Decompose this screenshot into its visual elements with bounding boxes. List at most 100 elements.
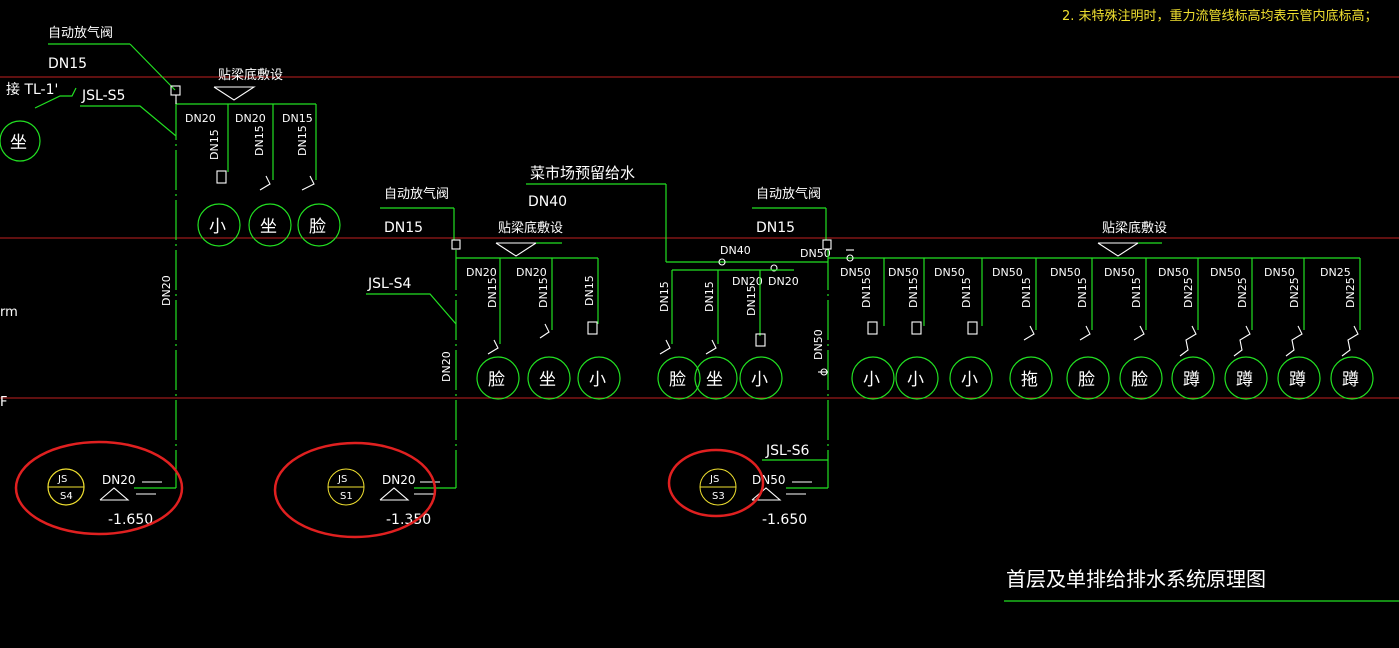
fixtures-group-1: 小 坐 脸 <box>197 203 341 247</box>
g1-drop-dn15-1: DN15 <box>208 129 221 160</box>
market-label: 菜市场预留给水 <box>530 164 635 182</box>
fixture-circle <box>1119 356 1163 400</box>
size-label: DN50 <box>1104 266 1135 279</box>
valve-tap <box>1079 325 1091 341</box>
market-dn40: DN40 <box>528 194 567 210</box>
fixture-circle <box>527 356 571 400</box>
size-label: DN50 <box>1264 266 1295 279</box>
valve-flush <box>1285 325 1303 357</box>
inlet-s4-id: S4 <box>60 491 73 502</box>
fixture-label: 坐 <box>260 217 277 237</box>
fixture-circle <box>1066 356 1110 400</box>
s5-valve-label: 自动放气阀 <box>48 25 113 41</box>
size-label: DN50 <box>1158 266 1189 279</box>
g3-valve-2 <box>705 339 717 355</box>
g2-valve-2 <box>539 323 550 339</box>
s4-beam-marker <box>495 242 538 257</box>
riser-s5-name: JSL-S5 <box>81 88 125 104</box>
riser-s5-dn20-vert: DN20 <box>160 275 173 306</box>
fixture-circle <box>694 356 738 400</box>
g1-drop-dn15-2: DN15 <box>253 125 266 156</box>
inlet-s3-elev-marker <box>751 487 782 501</box>
g2-valve-1 <box>487 339 499 355</box>
fixture-circle <box>248 203 292 247</box>
fixture-label: 小 <box>751 370 768 390</box>
inlet-s3-elev: -1.650 <box>762 512 807 528</box>
fixture-label: 蹲 <box>1236 370 1253 390</box>
g2-drop-dn15-1: DN15 <box>486 277 499 308</box>
fixture-circle <box>577 356 621 400</box>
fixture-label: 坐 <box>539 370 556 390</box>
right-branch-sizes: DN50 DN50 DN50 DN50 DN50 DN50 DN50 DN50 … <box>840 266 1351 279</box>
size-label: DN50 <box>840 266 871 279</box>
riser-s4-name: JSL-S4 <box>367 276 412 292</box>
g1-valve-2 <box>259 175 271 191</box>
valve-box <box>911 321 922 335</box>
s5-branch-dn20-b: DN20 <box>235 112 266 125</box>
g1-valve-3 <box>301 175 315 191</box>
fixture-circle <box>1009 356 1053 400</box>
s6-dn15-label: DN15 <box>756 220 795 236</box>
size-label: DN50 <box>1050 266 1081 279</box>
fixture-label: 脸 <box>669 370 686 390</box>
s6-valve-icon <box>822 239 832 250</box>
g3-valve-3 <box>755 333 766 347</box>
size-label: DN50 <box>1210 266 1241 279</box>
inlet-s1-elev: -1.350 <box>386 512 431 528</box>
inlet-s3-js: JS <box>709 474 719 485</box>
drop-size-label: DN25 <box>1288 277 1301 308</box>
fixture-partial <box>0 120 41 162</box>
fixture-circle <box>895 356 939 400</box>
s5-valve-leader <box>129 43 176 91</box>
riser-s6-dn50-vert: DN50 <box>812 329 825 360</box>
g3-drop-dn15-1: DN15 <box>658 281 671 312</box>
g1-valve-1 <box>216 170 227 184</box>
s4-beam-label: 贴梁底敷设 <box>498 220 563 236</box>
fixture-circle <box>949 356 993 400</box>
g3-drop-dn15-3: DN15 <box>745 285 758 316</box>
left-cut-text: 接 TL-1' <box>6 81 58 98</box>
highlight-s1 <box>273 441 437 539</box>
size-label: DN50 <box>888 266 919 279</box>
market-branch-dn20-b: DN20 <box>768 275 799 288</box>
general-note: 2. 未特殊注明时，重力流管线标高均表示管内底标高； <box>1062 8 1378 24</box>
fixture-circle <box>1330 356 1374 400</box>
fixture-label: 蹲 <box>1183 370 1200 390</box>
left-leader <box>34 87 77 109</box>
drawing-title: 首层及单排给排水系统原理图 <box>1006 567 1266 591</box>
fixture-label: 小 <box>863 370 880 390</box>
right-branch-valve-ring <box>846 254 854 262</box>
inlet-s4-dn: DN20 <box>102 473 136 487</box>
g1-drop-dn15-3: DN15 <box>296 125 309 156</box>
valve-flush <box>1233 325 1251 357</box>
valve-tap <box>1023 325 1035 341</box>
highlight-s4 <box>14 440 184 536</box>
fixtures-group-3: 脸 坐 小 <box>657 356 783 400</box>
fixture-label: 坐 <box>706 370 723 390</box>
fixture-label: 蹲 <box>1289 370 1306 390</box>
g3-valve-1 <box>659 339 671 355</box>
fixtures-group-2: 脸 坐 小 <box>476 356 621 400</box>
drop-size-label: DN15 <box>1130 277 1143 308</box>
fixture-circle <box>1277 356 1321 400</box>
valve-box <box>867 321 878 335</box>
inlet-s1-id: S1 <box>340 491 353 502</box>
drop-size-label: DN25 <box>1182 277 1195 308</box>
riser-s4-dn20-vert: DN20 <box>440 351 453 382</box>
s4-branch-dn20-a: DN20 <box>466 266 497 279</box>
fixture-circle <box>197 203 241 247</box>
inlet-s3-dn: DN50 <box>752 473 786 487</box>
riser-s4-leader <box>366 293 457 325</box>
inlet-s4-elev-marker <box>99 487 130 501</box>
drop-size-label: DN15 <box>1076 277 1089 308</box>
g3-drop-dn15-2: DN15 <box>703 281 716 312</box>
s4-dn15-label: DN15 <box>384 220 423 236</box>
right-drop-sizes: DN15 DN15 DN15 DN15 DN15 DN15 DN25 DN25 … <box>860 277 1357 308</box>
market-branch-dn20-a: DN20 <box>732 275 763 288</box>
g2-drop-dn15-3: DN15 <box>583 275 596 306</box>
s6-vert-valve-ring <box>820 368 828 376</box>
size-label: DN50 <box>934 266 965 279</box>
inlet-s1-js: JS <box>337 474 347 485</box>
fixture-circle <box>1224 356 1268 400</box>
valve-flush <box>1341 325 1359 357</box>
